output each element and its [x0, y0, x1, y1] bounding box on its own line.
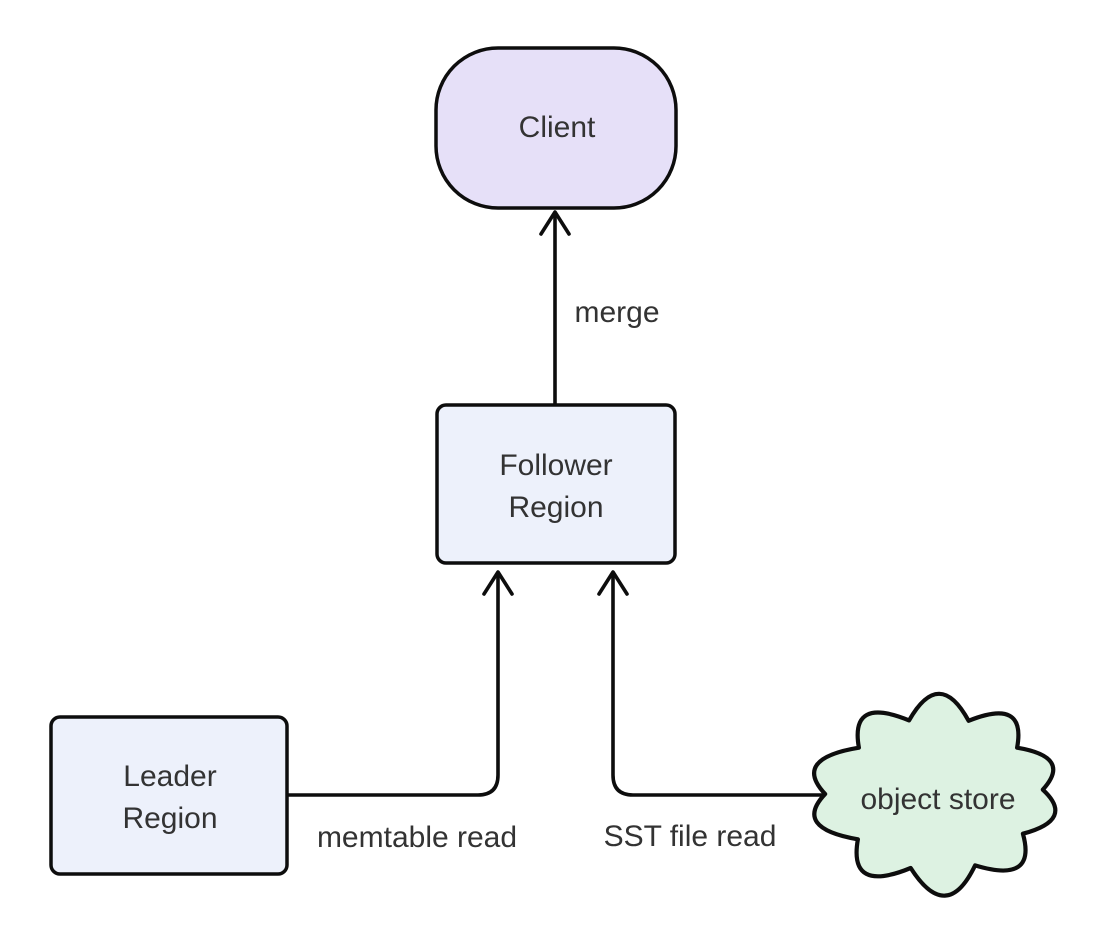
edge-memtable-read [282, 574, 500, 797]
follower-region-node [435, 403, 677, 565]
edge-sst-file-read-arrowhead [597, 570, 629, 596]
edge-label-merge: merge [574, 296, 660, 329]
object-store-node [812, 691, 1058, 898]
edge-label-memtable-read: memtable read [316, 821, 518, 854]
object-store-node-label: object store [860, 783, 1016, 816]
leader-region-node-label: Leader Region [122, 760, 218, 835]
edge-sst-file-read [611, 574, 842, 797]
client-node-label: Client [518, 111, 596, 144]
leader-region-node [49, 715, 289, 876]
edge-memtable-read-arrowhead [482, 570, 514, 596]
follower-region-node-label: Follower Region [499, 449, 613, 524]
edge-merge-arrowhead [539, 210, 571, 236]
client-node [434, 46, 678, 210]
edge-label-sst-file-read: SST file read [603, 820, 777, 853]
